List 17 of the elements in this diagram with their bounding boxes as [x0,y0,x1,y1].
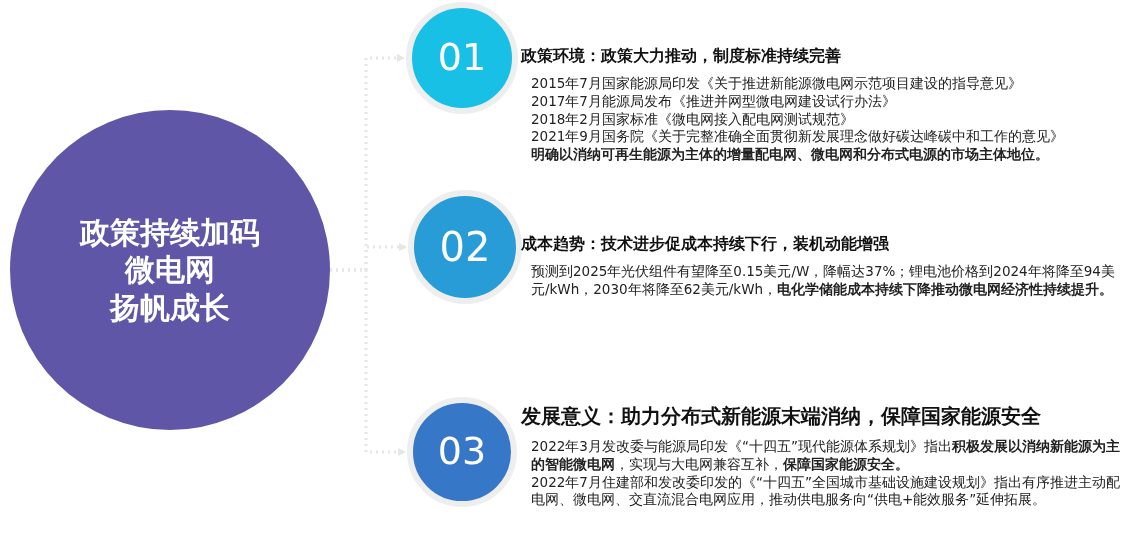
body-text: 2022年7月住建部和发改委印发的《“十四五”全国城市基础设施建设规划》指出有序推进主动配电网、微电网、交直流混合电网应用，推动供电服务向“供电+能效服务”延伸拓展。 [530,473,1121,510]
section-heading: 政策环境：政策大力推动，制度标准持续完善 [521,46,842,67]
section-heading: 成本趋势：技术进步促成本持续下行，装机动能增强 [521,234,890,255]
topic-title: 扬帆成长 [110,288,230,327]
topic-title: 微电网 [125,251,215,289]
body-text: 2017年7月能源局发布《推进并网型微电网建设试行办法》 [530,92,897,111]
topic-title: 政策持续加码 [80,213,260,252]
body-text: 2018年2月国家标准《微电网接入配电网测试规范》 [530,110,855,129]
body-text: 2022年3月发改委与能源局印发《“十四五”现代能源体系规划》指出积极发展以消纳新能源为主的智能微电网，实现与大电网兼容互补，保障国家能源安全。 [530,438,1121,474]
body-text: 明确以消纳可再生能源为主体的增量配电网、微电网和分布式电源的市场主体地位。 [530,146,1050,165]
section-number: 03 [437,428,487,476]
section-number: 01 [437,34,487,82]
body-text: 2015年7月国家能源局印发《关于推进新能源微电网示范项目建设的指导意见》 [530,75,1023,93]
body-text: 2021年9月国务院《关于完整准确全面贯彻新发展理念做好碳达峰碳中和工作的意见》 [530,128,1065,147]
section-number: 02 [439,223,491,272]
section-heading: 发展意义：助力分布式新能源末端消纳，保障国家能源安全 [521,403,1042,430]
body-text: 预测到2025年光伏组件有望降至0.15美元/W，降幅达37%；锂电池价格到2024年将降至94美元/kWh，2030年将降至62美元/kWh，电化学储能成本持续下降推动微电网经济性持续提升。 [530,263,1116,299]
